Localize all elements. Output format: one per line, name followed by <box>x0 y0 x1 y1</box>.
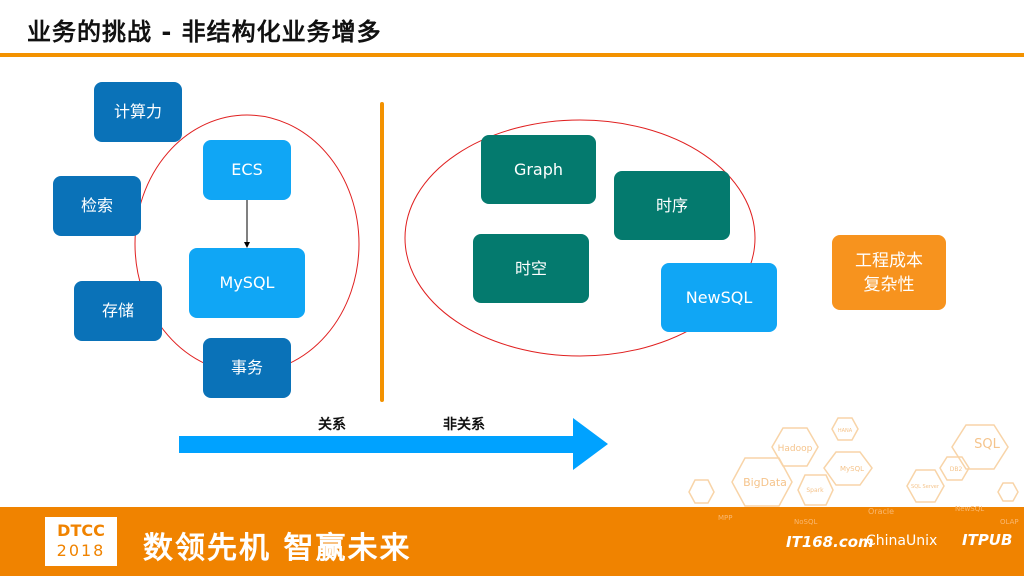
mysql-box: MySQL <box>189 248 305 318</box>
search-box: 检索 <box>53 176 141 236</box>
cost-line2: 复杂性 <box>863 274 915 295</box>
dtcc-text: DTCC <box>57 521 105 540</box>
ecs-box: ECS <box>203 140 291 200</box>
hex-label: MySQL <box>840 465 864 473</box>
nonrelational-label: 非关系 <box>443 417 485 433</box>
hex-label-olap: OLAP <box>1000 518 1019 526</box>
cost-line1: 工程成本 <box>855 250 923 271</box>
spatial-box: 时空 <box>473 234 589 303</box>
hex-label-oracle: Oracle <box>868 507 895 516</box>
hex-label: SQL Server <box>911 484 940 490</box>
title-divider <box>0 53 1024 57</box>
it168-logo: IT168.com <box>786 533 874 551</box>
compute-box: 计算力 <box>94 82 182 142</box>
itpub-logo: ITPUB <box>962 531 1013 549</box>
dtcc-year: 2018 <box>56 541 106 560</box>
hex-label-nosql: NoSQL <box>794 518 818 526</box>
graph-box: Graph <box>481 135 596 204</box>
hexagon-decoration <box>688 417 1019 507</box>
slogan: 数领先机 智赢未来 <box>143 531 412 566</box>
hex-label: Hadoop <box>778 444 813 454</box>
page-title: 业务的挑战 - 非结构化业务增多 <box>27 18 382 46</box>
hex-label-mpp: MPP <box>718 514 733 522</box>
hex-label-newsql: NewSQL <box>955 505 985 513</box>
hex-label: Spark <box>806 487 824 494</box>
storage-box: 存储 <box>74 281 162 341</box>
nonrelational-ellipse <box>404 119 756 357</box>
footer-banner <box>0 507 1024 576</box>
timeseries-box: 时序 <box>614 171 730 240</box>
hex-label: HANA <box>838 428 853 434</box>
chinaunix-logo: ChinaUnix <box>866 533 938 549</box>
hex-label: SQL <box>974 437 1000 452</box>
newsql-box: NewSQL <box>661 263 777 332</box>
cost-complexity-box: 工程成本 复杂性 <box>832 235 946 310</box>
progression-arrow <box>179 418 608 470</box>
dtcc-logo: DTCC 2018 <box>45 517 117 566</box>
transaction-box: 事务 <box>203 338 291 398</box>
hex-label: DB2 <box>950 466 963 473</box>
relational-label: 关系 <box>318 417 346 433</box>
hex-label: BigData <box>743 476 787 489</box>
